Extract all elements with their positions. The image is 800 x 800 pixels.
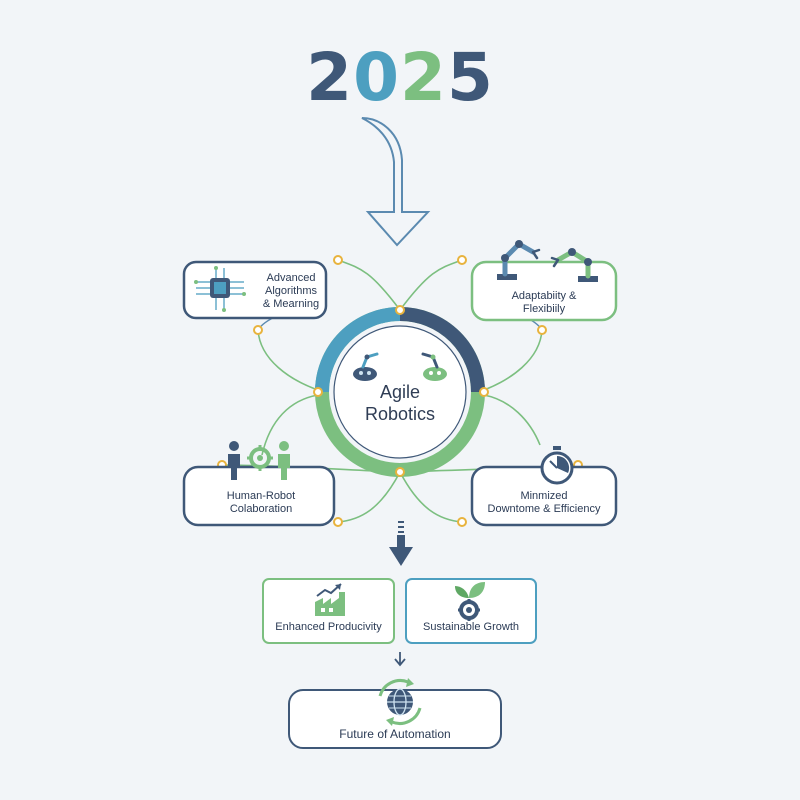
- node-label-line: Downtome & Efficiency: [487, 503, 601, 516]
- hub-label: Agile Robotics: [340, 382, 460, 425]
- hub-label-line: Agile: [379, 382, 421, 402]
- node-algorithms-box: [182, 260, 328, 320]
- leaf-gear-icon: [455, 582, 485, 621]
- outcome-productivity-label: Enhanced Producivity: [275, 621, 382, 633]
- stopwatch-icon: [540, 446, 574, 485]
- node-label-line: Adaptabiity &: [511, 290, 577, 302]
- outcome-growth-label: Sustainable Growth: [423, 621, 519, 633]
- future-label: Future of Automation: [339, 727, 451, 741]
- year-digit: 2: [400, 39, 447, 116]
- year-title: 2025: [290, 38, 510, 118]
- year-digit: 2: [306, 39, 354, 116]
- node-label-line: Human-Robot: [226, 490, 296, 502]
- robot-arms-icon: [497, 240, 598, 282]
- node-label-line: Minmized: [520, 490, 568, 502]
- node-collaboration-label: Human-Robot Colaboration: [194, 490, 328, 516]
- year-digit: 0: [353, 39, 400, 116]
- hub-label-line: Robotics: [364, 403, 436, 424]
- node-label-line: & Mearning: [262, 298, 320, 311]
- human-robot-gear-icon: [228, 441, 290, 480]
- robot-arm-pair-icon: [353, 352, 447, 381]
- ai-chip-circuit-icon: [194, 266, 246, 312]
- node-label-line: Advanced: [266, 272, 316, 284]
- node-downtime-label: Minmized Downtome & Efficiency: [476, 490, 612, 516]
- down-arrow-large: [361, 117, 431, 247]
- down-arrow-tiny: [394, 652, 406, 667]
- node-algorithms-label: Advanced Algorithms & Mearning: [256, 272, 326, 312]
- node-label-line: Algorithms: [265, 285, 317, 298]
- node-adaptability-label: Adaptabiity & Flexibiily: [482, 290, 606, 316]
- globe-cycle-icon: [378, 678, 422, 726]
- year-digit: 5: [446, 39, 494, 116]
- down-arrow-small: [389, 521, 413, 566]
- factory-growth-icon: [315, 583, 345, 616]
- node-label-line: Flexibiily: [522, 303, 566, 316]
- node-label-line: Colaboration: [229, 503, 293, 516]
